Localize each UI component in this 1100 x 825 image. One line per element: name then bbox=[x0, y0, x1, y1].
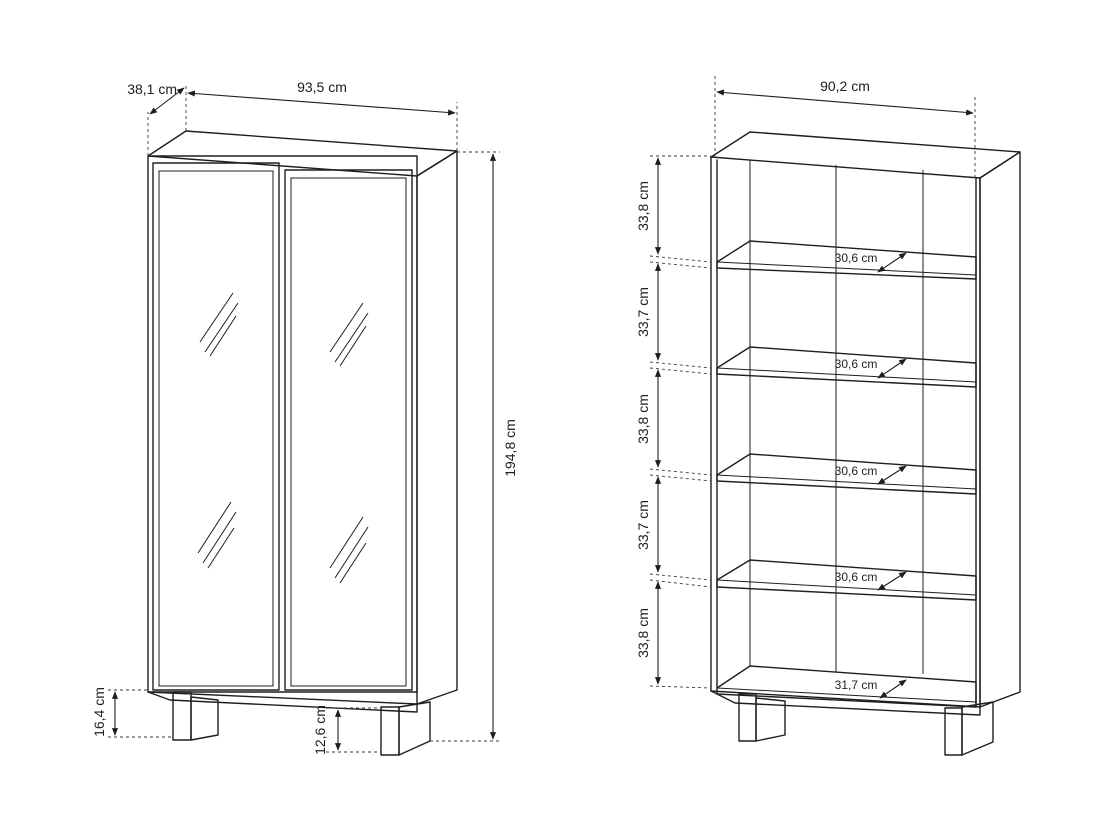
cabinet-legs bbox=[172, 691, 431, 756]
width-label: 93,5 cm bbox=[297, 79, 347, 95]
cabinet-front bbox=[147, 155, 418, 693]
cabinet-side bbox=[416, 150, 458, 705]
glass-door-cabinet bbox=[147, 130, 458, 756]
compartment-height-3: 33,8 cm bbox=[635, 394, 651, 444]
right-door-glass bbox=[290, 177, 407, 687]
compartment-dimensions: 33,8 cm 33,7 cm 33,8 cm 33,7 cm 33,8 cm bbox=[635, 155, 712, 689]
shelf-depth-dimensions: 30,6 cm 30,6 cm 30,6 cm 30,6 cm 31,7 cm bbox=[835, 251, 907, 699]
height-label: 194,8 cm bbox=[502, 419, 518, 477]
shelf-depth-5: 31,7 cm bbox=[835, 678, 878, 692]
right-cabinet-dimensions: 90,2 cm 33,8 cm 33,7 cm 33,8 cm 33,7 cm … bbox=[635, 76, 976, 699]
right-door bbox=[284, 169, 413, 691]
shelf-legs bbox=[738, 693, 994, 756]
open-shelf-cabinet bbox=[710, 131, 1021, 756]
cabinet-top bbox=[147, 130, 458, 177]
shelf-depth-4: 30,6 cm bbox=[835, 570, 878, 584]
left-cabinet-dimensions: 38,1 cm 93,5 cm 194,8 cm 16,4 cm 12,6 cm bbox=[91, 79, 518, 755]
shelf-depth-1: 30,6 cm bbox=[835, 251, 878, 265]
compartment-height-5: 33,8 cm bbox=[635, 608, 651, 658]
compartment-height-1: 33,8 cm bbox=[635, 181, 651, 231]
shelf-top bbox=[710, 131, 1021, 179]
glass-reflections bbox=[197, 292, 369, 584]
compartment-height-4: 33,7 cm bbox=[635, 500, 651, 550]
cabinet-base bbox=[147, 691, 418, 713]
shelf-depth-3: 30,6 cm bbox=[835, 464, 878, 478]
compartment-height-2: 33,7 cm bbox=[635, 287, 651, 337]
left-door bbox=[152, 162, 280, 691]
floor-clearance-label: 12,6 cm bbox=[312, 705, 328, 755]
left-door-glass bbox=[158, 170, 274, 687]
depth-label: 38,1 cm bbox=[127, 81, 177, 97]
shelf-depth-2: 30,6 cm bbox=[835, 357, 878, 371]
leg-height-label: 16,4 cm bbox=[91, 687, 107, 737]
shelf-width-label: 90,2 cm bbox=[820, 78, 870, 94]
shelf-side bbox=[979, 151, 1021, 708]
shelves bbox=[716, 240, 977, 708]
